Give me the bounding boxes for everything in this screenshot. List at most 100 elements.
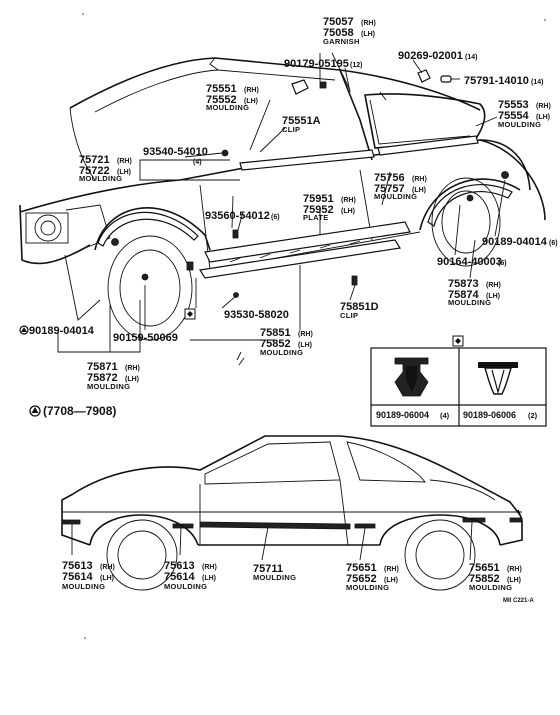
- svg-text:75711: 75711: [253, 563, 283, 575]
- callout-screw-93540: 93540-54010 (4): [143, 146, 208, 166]
- callout-m75613-rear: 75613 (RH) 75614 (LH) MOULDING: [164, 560, 217, 591]
- svg-text:(RH): (RH): [100, 564, 115, 571]
- callout-m75651: 75651 (RH) 75652 (LH) MOULDING: [346, 562, 399, 592]
- svg-text:(6): (6): [271, 214, 280, 221]
- svg-text:(RH): (RH): [384, 566, 399, 573]
- svg-text:75652: 75652: [346, 573, 377, 585]
- svg-text:(RH): (RH): [486, 282, 501, 289]
- callout-m75711: 75711 MOULDING: [253, 563, 296, 582]
- svg-text:MOULDING: MOULDING: [346, 583, 389, 592]
- diamond-marker-icon: [452, 335, 464, 347]
- svg-text:75756: 75756: [374, 172, 405, 184]
- clip-90189-06006-illustration: [478, 362, 518, 395]
- callout-clip-90189-04014-right: 90189-04014 (6): [482, 236, 558, 248]
- callout-moulding-75873: 75873 (RH) 75874 (LH) MOULDING: [448, 278, 501, 307]
- svg-text:(7708—7908): (7708—7908): [43, 404, 116, 418]
- svg-text:75852: 75852: [260, 338, 291, 350]
- svg-text:(RH): (RH): [507, 566, 522, 573]
- svg-text:75722: 75722: [79, 165, 110, 177]
- svg-text:75651: 75651: [346, 562, 377, 574]
- svg-text:(LH): (LH): [486, 293, 500, 300]
- svg-text:MOULDING: MOULDING: [206, 103, 249, 112]
- svg-text:CLIP: CLIP: [340, 311, 358, 320]
- clip-detail-table: 90189-06004 (4) 90189-06006 (2): [370, 347, 547, 427]
- callout-moulding-75721: 75721 (RH) 75722 (LH) MOULDING: [79, 154, 132, 183]
- callout-moulding-75551: 75551 (RH) 75552 (LH) MOULDING: [206, 83, 259, 112]
- svg-text:MOULDING: MOULDING: [87, 382, 130, 391]
- svg-text:(14): (14): [465, 54, 477, 61]
- svg-text:MOULDING: MOULDING: [374, 192, 417, 201]
- callout-moulding-75871: 75871 (RH) 75872 (LH) MOULDING: [87, 361, 140, 391]
- clip-90189-06004-illustration: [394, 357, 429, 397]
- svg-text:90189-06004: 90189-06004: [376, 410, 429, 420]
- svg-text:(LH): (LH): [536, 114, 550, 121]
- svg-text:(LH): (LH): [125, 376, 139, 383]
- callout-screw-93530: 93530-58020: [224, 309, 289, 321]
- svg-text:75872: 75872: [87, 372, 118, 384]
- svg-text:(RH): (RH): [244, 87, 259, 94]
- svg-text:(LH): (LH): [507, 577, 521, 584]
- svg-text:93540-54010: 93540-54010: [143, 146, 208, 158]
- svg-text:(RH): (RH): [298, 331, 313, 338]
- svg-text:(12): (12): [350, 62, 362, 69]
- svg-text:(14): (14): [531, 79, 543, 86]
- callout-m75851-bottom: 75651 (RH) 75852 (LH) MOULDING: [469, 562, 522, 592]
- svg-text:75851: 75851: [260, 327, 291, 339]
- svg-text:93530-58020: 93530-58020: [224, 309, 289, 321]
- callout-plate-75951: 75951 (RH) 75952 (LH) PLATE: [303, 193, 356, 222]
- svg-text:MOULDING: MOULDING: [448, 298, 491, 307]
- svg-text:75757: 75757: [374, 183, 405, 195]
- svg-text:75553: 75553: [498, 99, 529, 111]
- svg-text:90189-04014: 90189-04014: [482, 236, 548, 248]
- svg-text:CLIP: CLIP: [282, 125, 300, 134]
- callout-moulding-75553: 75553 (RH) 75554 (LH) MOULDING: [498, 99, 551, 129]
- svg-text:MOULDING: MOULDING: [62, 582, 105, 591]
- svg-text:(RH): (RH): [536, 103, 551, 110]
- svg-text:75551: 75551: [206, 83, 237, 95]
- svg-text:(LH): (LH): [341, 208, 355, 215]
- callout-m75613-front: 75613 (RH) 75614 (LH) MOULDING: [62, 560, 115, 591]
- svg-text:(LH): (LH): [384, 577, 398, 584]
- svg-text:MOULDING: MOULDING: [164, 582, 207, 591]
- callout-clip-75851d: 75851D CLIP: [340, 301, 379, 320]
- svg-text:(6): (6): [498, 260, 507, 267]
- callout-clip-90159: 90159-50069: [113, 332, 178, 344]
- date-range-note: (7708—7908): [29, 404, 116, 418]
- svg-text:(RH): (RH): [341, 197, 356, 204]
- svg-text:75552: 75552: [206, 94, 237, 106]
- callout-clip-75551a: 75551A CLIP: [282, 115, 321, 134]
- svg-text:75851D: 75851D: [340, 301, 379, 313]
- callout-clip-90269: 90269-02001 (14): [398, 50, 477, 62]
- svg-text:PLATE: PLATE: [303, 213, 329, 222]
- svg-text:93560-54012: 93560-54012: [205, 210, 270, 222]
- svg-text:90189-04014: 90189-04014: [29, 325, 95, 337]
- svg-text:75554: 75554: [498, 110, 529, 122]
- drawing-code: MII C221-A: [503, 598, 534, 604]
- svg-text:MOULDING: MOULDING: [253, 573, 296, 582]
- svg-text:75614: 75614: [62, 571, 93, 583]
- svg-text:75721: 75721: [79, 154, 110, 166]
- svg-text:75952: 75952: [303, 204, 334, 216]
- svg-text:90159-50069: 90159-50069: [113, 332, 178, 344]
- svg-text:90179-05195: 90179-05195: [284, 58, 349, 70]
- diamond-marker-icon: [184, 308, 196, 320]
- callout-clip-90179: 90179-05195 (12): [284, 58, 362, 70]
- callout-clip-90164: 90164-40003 (6): [437, 256, 507, 268]
- callout-clip-75791: 75791-14010 (14): [464, 75, 543, 87]
- callout-moulding-75851-top: 75851 (RH) 75852 (LH) MOULDING: [260, 327, 313, 357]
- svg-text:(LH): (LH): [100, 575, 114, 582]
- svg-text:(LH): (LH): [117, 169, 131, 176]
- svg-text:(2): (2): [528, 411, 538, 420]
- svg-text:75613: 75613: [62, 560, 93, 572]
- callout-screw-93560: 93560-54012 (6): [205, 210, 280, 222]
- svg-text:(RH): (RH): [202, 564, 217, 571]
- svg-text:75057: 75057: [323, 16, 354, 28]
- svg-text:(6): (6): [549, 240, 558, 247]
- svg-text:75613: 75613: [164, 560, 195, 572]
- callout-moulding-75756: 75756 (RH) 75757 (LH) MOULDING: [374, 172, 427, 201]
- svg-text:90189-06006: 90189-06006: [463, 410, 516, 420]
- callout-garnish: 75057 (RH) 75058 (LH) GARNISH: [323, 16, 376, 46]
- svg-text:75873: 75873: [448, 278, 479, 290]
- svg-text:75614: 75614: [164, 571, 195, 583]
